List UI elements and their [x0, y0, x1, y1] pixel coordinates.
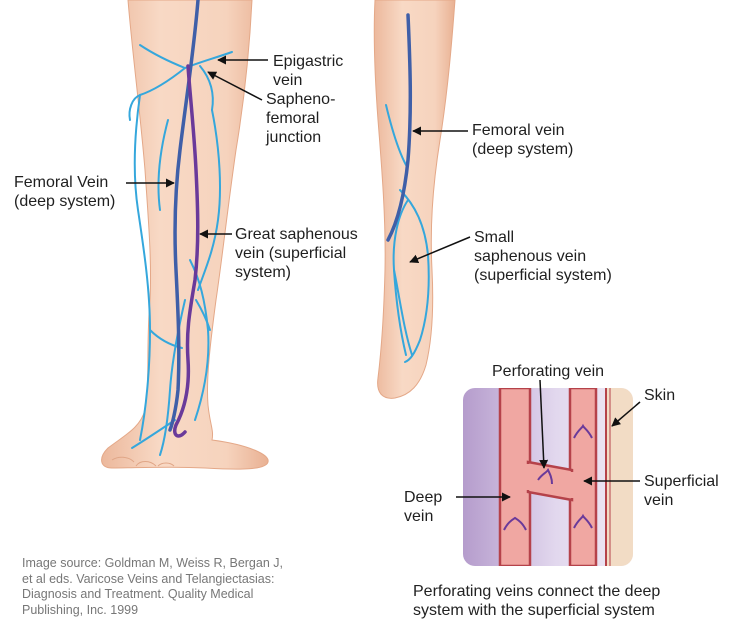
image-source-citation: Image source: Goldman M, Weiss R, Bergan…	[22, 556, 342, 618]
label-femoral-vein-front: Femoral Vein (deep system)	[14, 173, 115, 211]
perforating-vein-panel	[463, 388, 633, 566]
perforating-caption: Perforating veins connect the deep syste…	[413, 582, 713, 620]
label-superficial-vein: Superficial vein	[644, 472, 719, 510]
label-perforating-vein: Perforating vein	[492, 362, 604, 381]
deep-vein-vessel	[500, 388, 530, 566]
label-great-saphenous-vein: Great saphenous vein (superficial system…	[235, 225, 358, 282]
perforating-vein-vessel	[528, 462, 572, 500]
label-femoral-vein-back: Femoral vein (deep system)	[472, 121, 573, 159]
label-skin: Skin	[644, 386, 675, 405]
back-leg-skin	[374, 0, 455, 398]
label-deep-vein: Deep vein	[404, 488, 442, 526]
label-saphenofemoral-junction: Sapheno- femoral junction	[266, 90, 335, 147]
label-small-saphenous-vein: Small saphenous vein (superficial system…	[474, 228, 612, 285]
label-epigastric-vein: Epigastric vein	[273, 52, 343, 90]
back-leg-illustration	[374, 0, 455, 398]
